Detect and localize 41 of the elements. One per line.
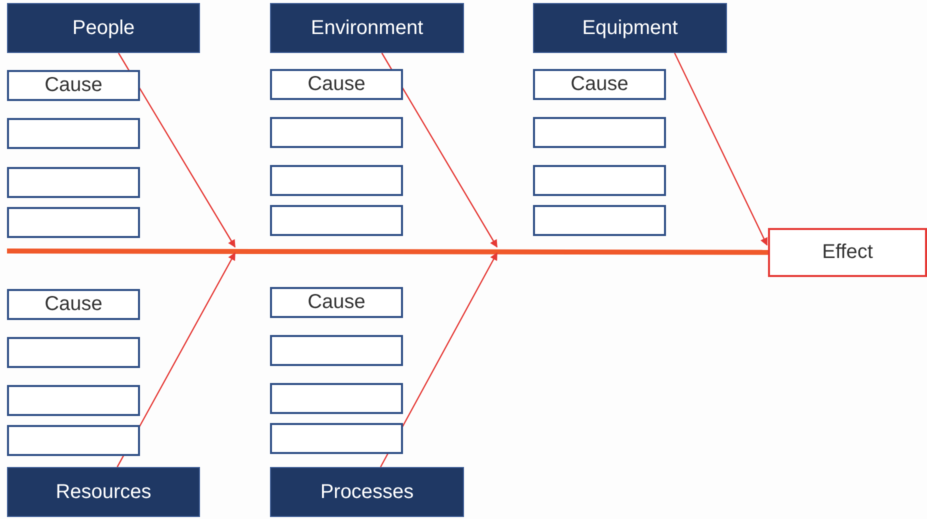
cause-box xyxy=(7,70,140,101)
category-label: Environment xyxy=(310,16,424,40)
cause-box xyxy=(270,117,403,148)
cause-box xyxy=(270,335,403,366)
category-label: Equipment xyxy=(582,16,678,40)
category-label: Resources xyxy=(56,480,152,504)
cause-box xyxy=(7,425,140,456)
category-box xyxy=(7,467,200,517)
effect-label: Effect xyxy=(822,241,873,264)
cause-box xyxy=(270,423,403,454)
arrow xyxy=(118,52,236,248)
cause-label: Cause xyxy=(570,73,628,96)
cause-box xyxy=(7,289,140,320)
cause-box xyxy=(270,69,403,100)
cause-box xyxy=(270,383,403,414)
cause-label: Cause xyxy=(44,74,102,97)
cause-box xyxy=(270,205,403,236)
category-box xyxy=(270,467,464,517)
category-box xyxy=(270,3,464,53)
cause-box xyxy=(533,205,666,236)
cause-box xyxy=(533,165,666,196)
cause-label: Cause xyxy=(308,291,366,314)
category-label: People xyxy=(72,16,135,40)
cause-box xyxy=(7,207,140,238)
cause-box xyxy=(7,118,140,149)
category-label: Processes xyxy=(320,480,414,504)
cause-box xyxy=(270,165,403,196)
cause-box xyxy=(7,385,140,416)
cause-box xyxy=(7,167,140,198)
cause-box xyxy=(533,69,666,100)
cause-box xyxy=(7,337,140,368)
cause-label: Cause xyxy=(44,293,102,316)
arrow xyxy=(381,52,498,248)
cause-label: Cause xyxy=(308,73,366,96)
cause-box xyxy=(533,117,666,148)
category-box xyxy=(7,3,200,53)
arrow xyxy=(674,52,768,246)
spine-line xyxy=(7,248,768,255)
effect-box xyxy=(768,228,927,277)
category-box xyxy=(533,3,727,53)
cause-box xyxy=(270,287,403,318)
